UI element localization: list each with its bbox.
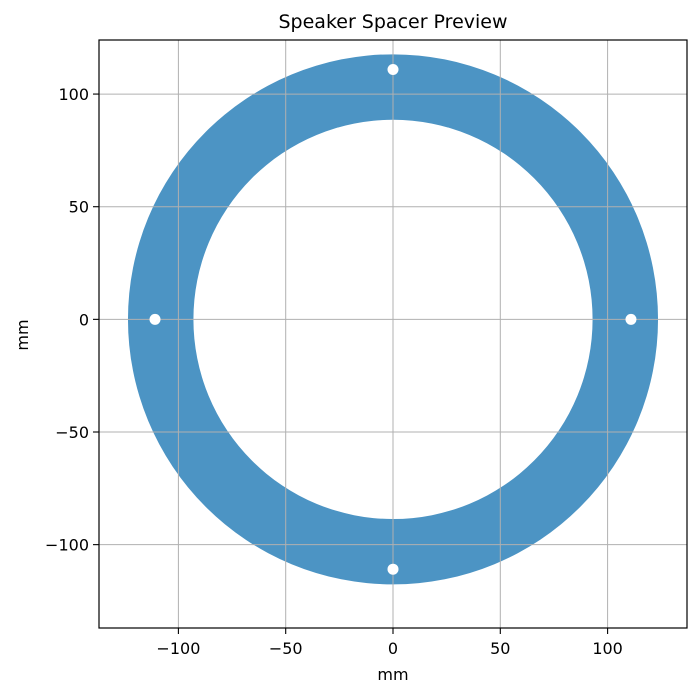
y-tick-label: 50 xyxy=(69,198,89,217)
mounting-hole xyxy=(387,64,399,76)
x-axis-label: mm xyxy=(377,665,408,684)
mounting-hole xyxy=(149,313,161,325)
x-tick-label: 0 xyxy=(388,639,398,658)
y-tick-label: 100 xyxy=(58,85,89,104)
chart-title: Speaker Spacer Preview xyxy=(278,11,507,33)
mounting-hole xyxy=(387,563,399,575)
y-tick-label: −100 xyxy=(45,536,89,555)
y-tick-label: −50 xyxy=(55,423,89,442)
mounting-hole xyxy=(625,313,637,325)
x-tick-label: 50 xyxy=(490,639,510,658)
y-tick-label: 0 xyxy=(79,310,89,329)
x-tick-label: 100 xyxy=(592,639,623,658)
y-axis-label: mm xyxy=(13,319,32,350)
plot-area: −100 −50 0 50 100 −100 −50 0 50 100 xyxy=(45,39,688,658)
x-tick-label: −100 xyxy=(156,639,200,658)
x-tick-label: −50 xyxy=(269,639,303,658)
